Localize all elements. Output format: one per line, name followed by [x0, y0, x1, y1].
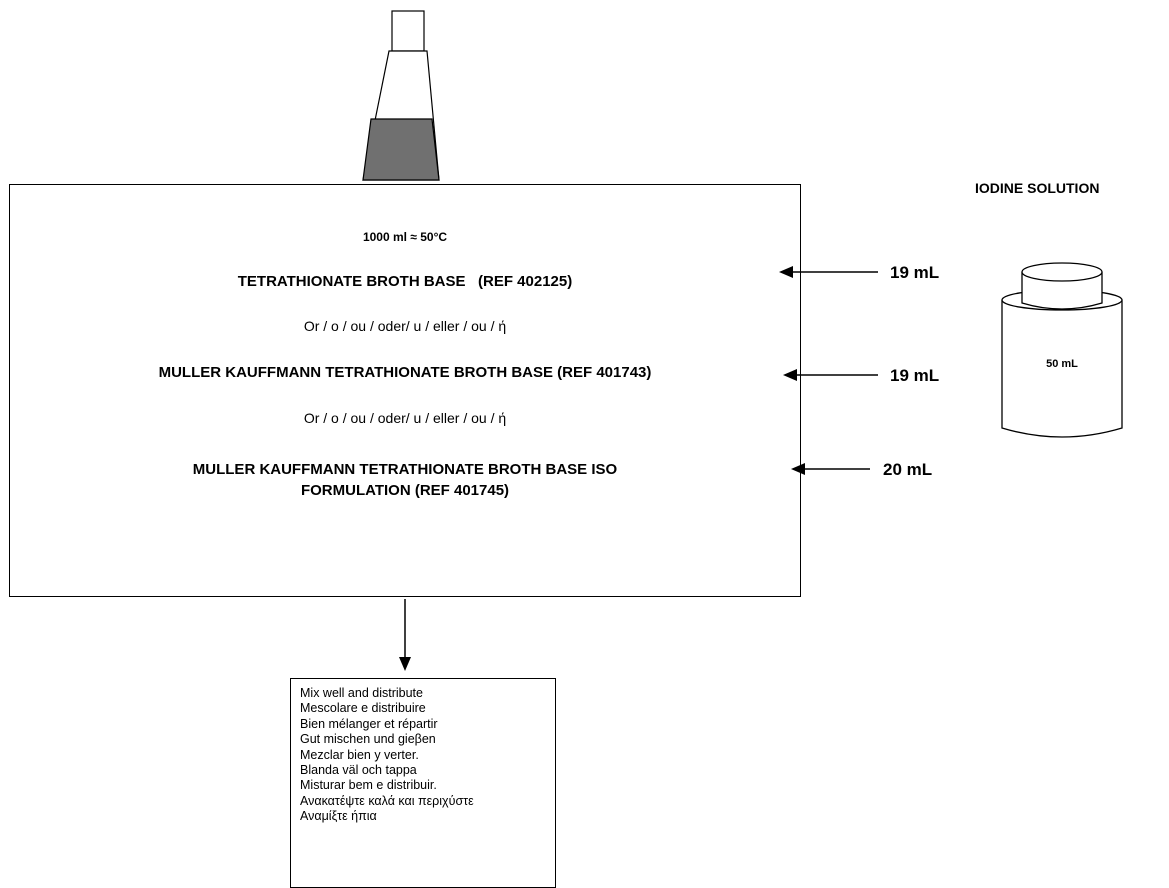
- broth-muller-kauffmann-iso-label: MULLER KAUFFMANN TETRATHIONATE BROTH BAS…: [9, 459, 801, 501]
- flask-liquid: [362, 118, 440, 181]
- volume-label: 19 mL: [890, 366, 940, 385]
- instruction-line: Gut mischen und gieβen: [300, 732, 436, 747]
- or-separator: Or / o / ou / oder/ u / eller / ou / ή: [303, 410, 507, 426]
- instruction-line: Bien mélanger et répartir: [300, 716, 438, 731]
- broth-tetrathionate-label: TETRATHIONATE BROTH BASE (REF 402125): [237, 273, 573, 290]
- arrow-left-icon: [779, 266, 878, 278]
- bottle-icon: [1001, 262, 1123, 438]
- temperature-label: 1000 ml ≈ 50°C: [362, 230, 448, 244]
- instruction-line: Mix well and distribute: [300, 686, 423, 700]
- arrow-down-icon: [399, 599, 411, 671]
- broth-iso-line-2: FORMULATION (REF 401745): [300, 482, 510, 499]
- bottle-volume-label: 50 mL: [1046, 358, 1078, 370]
- broth-iso-line-1: MULLER KAUFFMANN TETRATHIONATE BROTH BAS…: [192, 461, 618, 478]
- volume-label: 20 mL: [883, 460, 933, 479]
- instruction-line: Ανακατέψτε καλά και περιχύστε: [300, 793, 474, 808]
- instructions-box: Mix well and distribute Mescolare e dist…: [290, 678, 556, 888]
- arrow-left-icon: [791, 463, 870, 475]
- broth-muller-kauffmann-label: MULLER KAUFFMANN TETRATHIONATE BROTH BAS…: [158, 364, 652, 381]
- iodine-solution-title: IODINE SOLUTION: [975, 180, 1100, 196]
- instruction-line: Blanda väl och tappa: [300, 763, 417, 778]
- media-preparation-box: [9, 184, 801, 597]
- arrow-left-icon: [783, 369, 878, 381]
- or-separator: Or / o / ou / oder/ u / eller / ou / ή: [303, 318, 507, 334]
- instruction-line: Misturar bem e distribuir.: [300, 778, 437, 793]
- flask-icon: [362, 10, 440, 181]
- instruction-line: Mescolare e distribuire: [300, 701, 426, 716]
- volume-label: 19 mL: [890, 263, 940, 282]
- instruction-line: Mezclar bien y verter.: [300, 747, 419, 762]
- instruction-line: Αναμίξτε ήπια: [300, 809, 377, 824]
